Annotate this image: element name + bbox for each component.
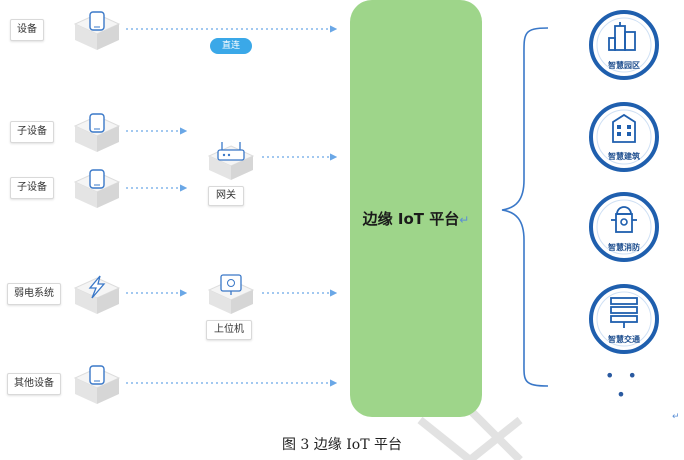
more-scenes-ellipsis: • • •: [605, 366, 641, 404]
city-buildings-icon: [589, 10, 659, 80]
platform-title-text: 边缘 IoT 平台: [362, 210, 460, 228]
router-icon: [207, 142, 255, 180]
subdevice-label: 子设备: [10, 177, 54, 199]
smart-building-label: 智慧建筑: [608, 152, 640, 161]
subdevice-label: 子设备: [10, 121, 54, 143]
other-device-phone-icon: [73, 365, 121, 404]
figure-caption: 图 3 边缘 IoT 平台: [281, 437, 402, 453]
office-building-icon: [589, 102, 659, 172]
computer-icon: [207, 274, 255, 314]
curly-brace: [501, 27, 549, 387]
smart-traffic-label: 智慧交通: [608, 335, 640, 344]
lightning-icon: [73, 275, 121, 314]
edge-return-mark: ↵: [672, 412, 680, 422]
smart-fire-protection-label: 智慧消防: [608, 243, 640, 252]
fire-hydrant-icon: [589, 192, 659, 262]
platform-title: 边缘 IoT 平台↵: [350, 208, 482, 229]
smart-park-label: 智慧园区: [608, 61, 640, 70]
direct-connection-badge: 直连: [210, 38, 252, 54]
host-computer-label: 上位机: [206, 320, 252, 340]
subdevice-phone-icon: [73, 169, 121, 208]
device-label: 设备: [10, 19, 44, 41]
device-phone-icon: [73, 11, 121, 50]
weak-current-system-label: 弱电系统: [7, 283, 61, 305]
traffic-light-icon: [589, 284, 659, 354]
edge-iot-platform: [350, 0, 482, 417]
subdevice-phone-icon: [73, 113, 121, 152]
watermark-strokes: [417, 407, 523, 460]
return-mark: ↵: [459, 213, 470, 227]
other-device-label: 其他设备: [7, 373, 61, 395]
gateway-label: 网关: [208, 186, 244, 206]
